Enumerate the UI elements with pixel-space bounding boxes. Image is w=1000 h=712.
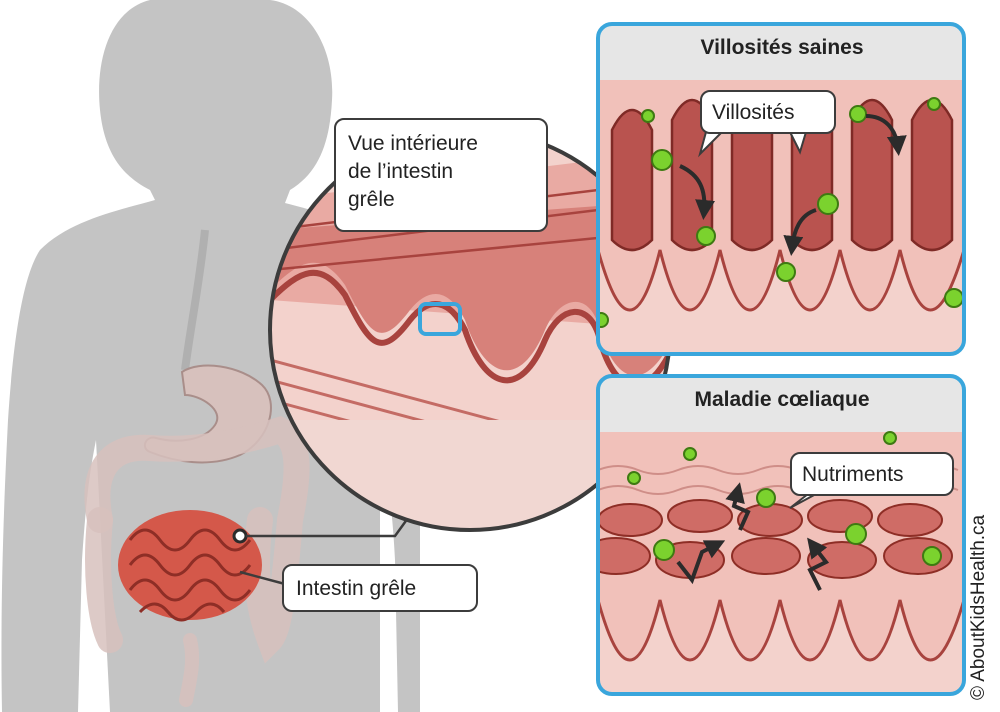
inner-view-line-3: grêle bbox=[348, 188, 395, 211]
inner-view-line-2: de l’intestin bbox=[348, 160, 454, 183]
nutrients-label: Nutriments bbox=[802, 463, 904, 486]
celiac-disease-title: Maladie cœliaque bbox=[694, 388, 870, 411]
healthy-villi-panel bbox=[596, 22, 966, 356]
villi-callout: Villosités bbox=[700, 90, 836, 134]
small-intestine-callout: Intestin grêle bbox=[282, 564, 478, 612]
celiac-villi-panel bbox=[596, 374, 966, 696]
small-intestine bbox=[118, 510, 262, 622]
inner-view-callout: Vue intérieure de l’intestin grêle bbox=[334, 118, 548, 232]
villi-label: Villosités bbox=[712, 101, 795, 124]
healthy-villi-title: Villosités saines bbox=[700, 36, 864, 59]
leader-lines bbox=[239, 517, 410, 586]
copyright-text: © AboutKidsHealth.ca bbox=[968, 514, 989, 700]
small-intestine-label: Intestin grêle bbox=[296, 577, 417, 600]
nutrients-callout: Nutriments bbox=[790, 452, 954, 496]
inner-view-line-1: Vue intérieure bbox=[348, 132, 478, 155]
digestive-system bbox=[84, 229, 310, 707]
